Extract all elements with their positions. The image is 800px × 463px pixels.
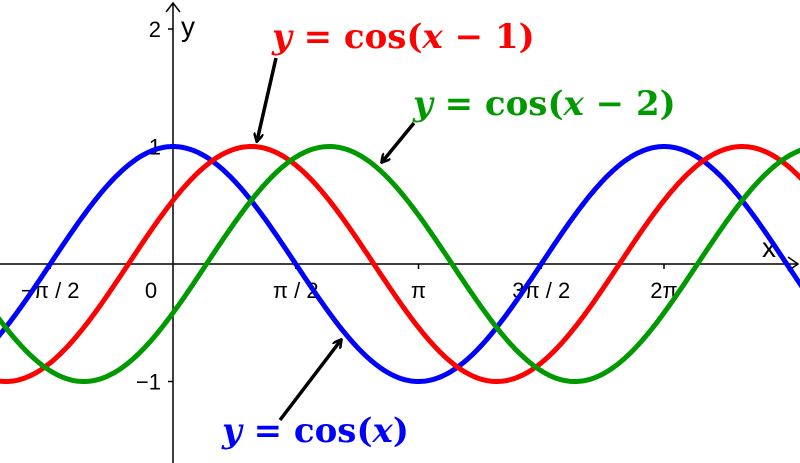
curves: [0, 144, 800, 384]
curve-cos-x-2: [0, 144, 800, 384]
arrow-green-icon: [382, 121, 416, 162]
curve-cos-x-1: [0, 144, 800, 384]
x-tick-label: π: [411, 278, 426, 303]
equation-blue: y = cos(x): [221, 411, 409, 451]
arrow-red-icon: [257, 57, 278, 141]
y-tick-label: −1: [136, 370, 161, 395]
y-axis-arrow-icon: [165, 1, 181, 13]
y-tick-label: 2: [149, 17, 161, 42]
x-tick-label: 0: [145, 278, 157, 303]
equation-green: y = cos(x − 2): [412, 84, 676, 124]
equation-red: y = cos(x − 1): [271, 17, 535, 57]
y-axis-label: y: [181, 11, 195, 42]
curve-cos-x: [0, 144, 800, 384]
annotation-arrows: [257, 57, 416, 422]
arrow-blue-icon: [278, 340, 341, 422]
